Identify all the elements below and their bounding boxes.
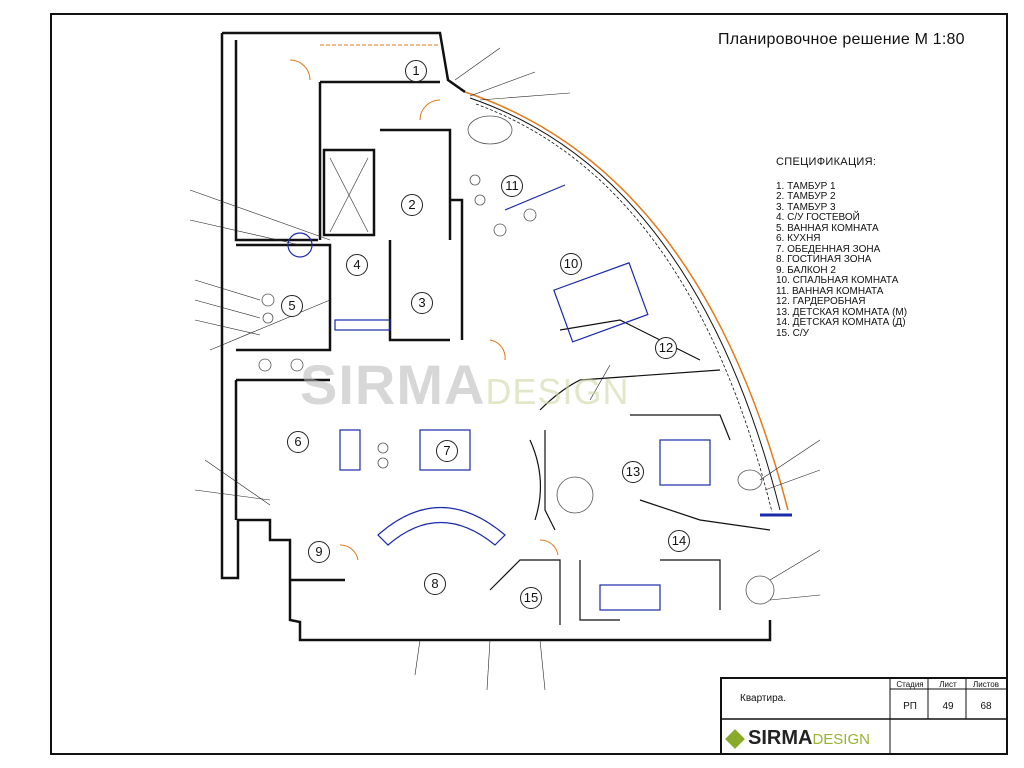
room-number: 6 bbox=[287, 431, 309, 453]
spec-item: 11. ВАННАЯ КОМНАТА bbox=[776, 285, 884, 297]
drawing-title: Планировочное решение М 1:80 bbox=[718, 31, 965, 48]
drawing-sheet bbox=[50, 13, 1008, 755]
spec-item: 6. КУХНЯ bbox=[776, 233, 821, 244]
logo-brand: SIRMA bbox=[748, 727, 813, 749]
title-block-grid bbox=[722, 679, 1008, 755]
spec-item: 13. ДЕТСКАЯ КОМНАТА (М) bbox=[776, 306, 908, 318]
specification-heading: СПЕЦИФИКАЦИЯ: bbox=[776, 156, 877, 168]
spec-item: 14. ДЕТСКАЯ КОМНАТА (Д) bbox=[776, 317, 906, 328]
watermark-brand: SIRMA bbox=[300, 353, 486, 416]
room-number: 7 bbox=[436, 440, 458, 462]
doors bbox=[289, 44, 559, 561]
spec-item: 10. СПАЛЬНАЯ КОМНАТА bbox=[776, 275, 899, 286]
spec-item: 3. ТАМБУР 3 bbox=[776, 201, 836, 213]
spec-item: 1. ТАМБУР 1 bbox=[776, 180, 836, 192]
room-number: 15 bbox=[520, 587, 542, 609]
sheets-total-value: 68 bbox=[980, 701, 992, 712]
furniture bbox=[287, 184, 711, 611]
room-number: 10 bbox=[560, 253, 582, 275]
spec-item: 9. БАЛКОН 2 bbox=[776, 264, 836, 276]
stage-value: РП bbox=[903, 701, 917, 712]
spec-item: 4. С/У ГОСТЕВОЙ bbox=[776, 212, 860, 223]
sheet-value: 49 bbox=[942, 701, 954, 712]
spec-item: 8. ГОСТИНАЯ ЗОНА bbox=[776, 254, 872, 265]
partitions bbox=[489, 319, 771, 625]
walls bbox=[220, 31, 772, 642]
leader-lines bbox=[189, 47, 821, 691]
room-number: 1 bbox=[405, 60, 427, 82]
specification-list: 1. ТАМБУР 1 2. ТАМБУР 2 3. ТАМБУР 3 4. С… bbox=[776, 180, 908, 340]
room-number: 4 bbox=[346, 254, 368, 276]
sheets-total-header: Листов bbox=[973, 680, 999, 689]
specification: СПЕЦИФИКАЦИЯ: 1. ТАМБУР 1 2. ТАМБУР 2 3.… bbox=[776, 157, 907, 339]
room-number: 8 bbox=[424, 573, 446, 595]
fixtures bbox=[258, 115, 775, 605]
logo-mark-icon bbox=[725, 728, 745, 749]
spec-item: 7. ОБЕДЕННАЯ ЗОНА bbox=[776, 243, 881, 255]
facade-curve bbox=[464, 91, 792, 517]
room-number: 14 bbox=[668, 530, 690, 552]
spec-item: 12. ГАРДЕРОБНАЯ bbox=[776, 296, 866, 307]
room-number: 11 bbox=[501, 175, 523, 197]
spec-item: 5. ВАННАЯ КОМНАТА bbox=[776, 222, 879, 234]
sheet-header: Лист bbox=[939, 680, 957, 689]
watermark-suffix: DESIGN bbox=[485, 371, 630, 412]
room-number: 2 bbox=[401, 194, 423, 216]
room-number: 12 bbox=[655, 337, 677, 359]
project-name: Квартира. bbox=[740, 693, 786, 704]
room-number: 9 bbox=[308, 541, 330, 563]
company-logo: SIRMADESIGN bbox=[725, 727, 870, 750]
watermark: SIRMADESIGN bbox=[300, 352, 629, 417]
spec-item: 2. ТАМБУР 2 bbox=[776, 191, 836, 202]
logo-suffix: DESIGN bbox=[812, 731, 870, 748]
spec-item: 15. С/У bbox=[776, 327, 810, 339]
stage-header: Стадия bbox=[896, 680, 924, 689]
room-number: 5 bbox=[281, 295, 303, 317]
title-block: Квартира. Стадия Лист Листов РП 49 68 SI… bbox=[720, 677, 1008, 755]
room-number: 13 bbox=[622, 461, 644, 483]
room-number: 3 bbox=[411, 292, 433, 314]
